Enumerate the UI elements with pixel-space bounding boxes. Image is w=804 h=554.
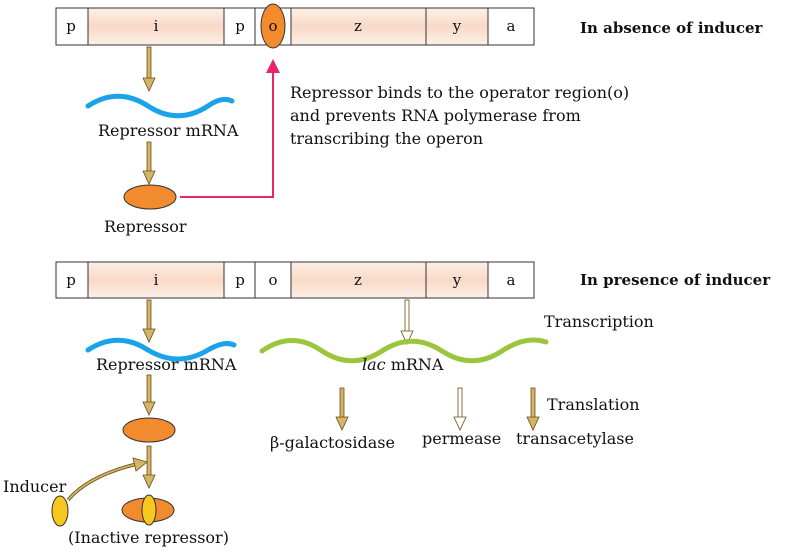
repressor-binding-arrow — [180, 59, 280, 198]
inactive-repressor-label: (Inactive repressor) — [68, 528, 229, 547]
top-operon-strip: p i p o z y a — [55, 3, 535, 49]
note-line-1: Repressor binds to the operator region(o… — [290, 83, 629, 102]
gene-box-p1 — [55, 7, 89, 46]
inducer-arrow-head — [132, 457, 148, 472]
lac-mrna-wave — [259, 337, 549, 364]
lac-mrna-label: lac mRNA — [362, 355, 444, 374]
gene-box-p2 — [223, 261, 256, 299]
repressor-label: Repressor — [104, 217, 187, 236]
gene-label-p1: p — [66, 17, 76, 35]
gene-label-p2: p — [235, 17, 245, 35]
bound-repressor — [260, 3, 286, 49]
translation-label: Translation — [547, 395, 640, 414]
top-panel-heading: In absence of inducer — [580, 19, 763, 37]
inducer-curve-arrow — [66, 462, 138, 502]
down-arrow-icon — [142, 141, 156, 185]
down-arrow-icon — [142, 445, 156, 489]
gene-box-z — [290, 261, 427, 299]
bottom-repressor-mrna-label: Repressor mRNA — [96, 355, 237, 374]
gene-label-o: o — [268, 17, 277, 35]
gene-label-y: y — [452, 271, 462, 289]
gene-box-z — [290, 7, 427, 46]
gene-box-i — [87, 261, 225, 299]
gene-label-a: a — [507, 271, 516, 289]
gene-box-p2 — [223, 7, 256, 46]
lac-italic: lac — [362, 355, 386, 374]
bound-inducer — [141, 494, 157, 526]
gene-box-i — [87, 7, 225, 46]
inducer-label: Inducer — [3, 477, 67, 496]
gene-label-i: i — [154, 271, 159, 289]
gene-label-z: z — [354, 271, 362, 289]
gene-label-z: z — [354, 17, 362, 35]
inducer-molecule — [51, 495, 69, 527]
down-arrow-icon — [335, 387, 349, 431]
inducer-curve-arrow-inner — [67, 463, 138, 501]
gene-label-y: y — [452, 17, 462, 35]
transcription-label: Transcription — [544, 312, 654, 331]
product-transacetylase: transacetylase — [516, 429, 634, 448]
down-arrow-icon — [400, 299, 414, 345]
repressor-mrna-wave — [85, 93, 235, 119]
repressor-protein — [123, 184, 177, 210]
gene-label-p1: p — [66, 271, 76, 289]
down-arrow-icon — [526, 387, 540, 431]
product-beta-galactosidase: β-galactosidase — [270, 433, 395, 452]
gene-box-o — [254, 261, 292, 299]
repressor-mrna-wave-bottom — [85, 337, 237, 362]
gene-label-a: a — [507, 17, 516, 35]
repressor-protein-bottom — [122, 417, 176, 443]
down-arrow-icon — [453, 387, 467, 431]
gene-box-y — [425, 7, 489, 46]
down-arrow-icon — [142, 299, 156, 343]
note-line-2: and prevents RNA polymerase from — [290, 106, 581, 125]
lac-rest: mRNA — [386, 355, 444, 374]
gene-label-p2: p — [235, 271, 245, 289]
down-arrow-icon — [142, 46, 156, 92]
note-line-3: transcribing the operon — [290, 129, 483, 148]
top-repressor-mrna-label: Repressor mRNA — [98, 121, 239, 140]
gene-box-a — [487, 7, 535, 46]
gene-box-a — [487, 261, 535, 299]
gene-label-i: i — [154, 17, 159, 35]
bottom-operon-strip: p i p o z y a — [55, 261, 535, 299]
product-permease: permease — [422, 429, 501, 448]
gene-label-o: o — [268, 271, 277, 289]
down-arrow-icon — [142, 374, 156, 416]
gene-box-y — [425, 261, 489, 299]
bottom-panel-heading: In presence of inducer — [580, 271, 771, 289]
